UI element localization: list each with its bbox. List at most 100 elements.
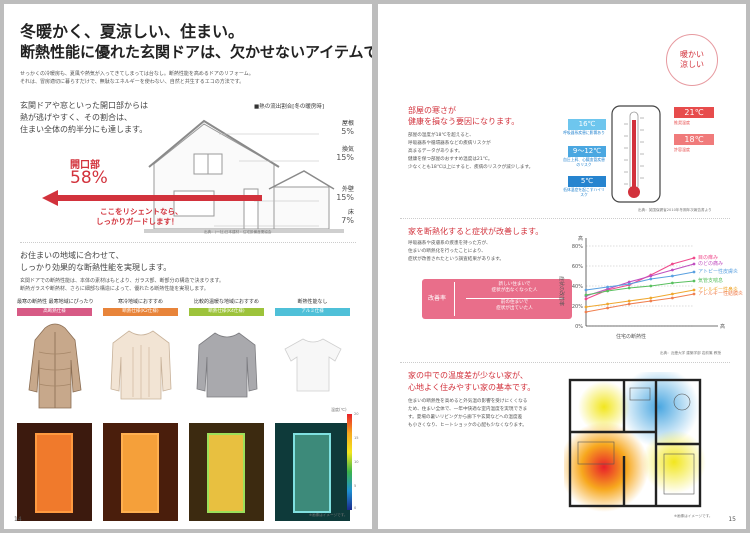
scale-tick-15: 15 xyxy=(354,436,359,440)
series-point-2 xyxy=(627,282,631,286)
intro-line1: せっかくの冷暖房も、夏風や熱気が入ってきてしまっては台なし。断熱性能を高めるドア… xyxy=(20,71,254,77)
y-tick-label: 80% xyxy=(572,244,583,250)
garment-title: 比較的温暖な地域におすすめ xyxy=(193,299,259,305)
series-point-4 xyxy=(649,296,653,300)
scale-tick-20: 20 xyxy=(354,412,359,416)
message-line1: ここをリシェントなら、 xyxy=(100,207,183,216)
scale-tick-0: 0 xyxy=(354,506,357,510)
series-point-5 xyxy=(671,296,674,300)
temp-21-note: 推奨温度 xyxy=(674,120,690,125)
loss-roof-label: 屋根 xyxy=(341,120,354,127)
symptoms-title: 家を断熱化すると症状が改善します。 xyxy=(408,227,544,236)
series-line-4 xyxy=(585,289,695,308)
series-point-5 xyxy=(692,292,696,296)
temperature-scale xyxy=(347,414,352,510)
house-body-line1: 住まいの断熱性を高めると外気温の影響を受けにくくなる xyxy=(408,399,528,404)
loss-wall: 外壁 15% xyxy=(324,186,354,202)
series-point-1 xyxy=(692,262,696,266)
callout-numerator: 新しい住まいで 症状が出なくなった人 xyxy=(462,282,567,294)
legend-item-3: 気管支喘息 xyxy=(698,278,724,284)
house-title-line2: 心地よく住みやすい家の基本です。 xyxy=(408,383,536,392)
message-line2: しっかりガードします！ xyxy=(96,217,179,226)
cold-body-line5: 少なくとも18℃以上にすると、疾病のリスクが減少します。 xyxy=(408,165,534,170)
chart-series-group xyxy=(584,256,696,314)
series-point-1 xyxy=(649,274,653,278)
cold-body-line2: 呼吸器系や循環器系などの疾病リスクが xyxy=(408,141,491,146)
loss-vent: 換気 15% xyxy=(324,146,354,162)
series-point-5 xyxy=(649,299,653,303)
temp-18-badge: 18℃ xyxy=(674,134,714,145)
loss-wall-value: 15% xyxy=(336,193,354,202)
loss-floor-value: 7% xyxy=(341,216,354,225)
heat-loss-arrow-icon xyxy=(42,190,262,206)
x-axis-label: 住宅の断熱性 xyxy=(616,333,646,340)
series-line-2 xyxy=(585,271,695,291)
legend-item-2: アトピー性皮膚炎 xyxy=(698,269,739,275)
temp-9-12-badge: 9〜12℃ xyxy=(568,146,606,157)
series-point-2 xyxy=(671,274,674,278)
house-body-line2: ため、住まい全体で、一年中快適な室内温度を実現できま xyxy=(408,407,528,412)
performance-desc-line2: 断熱ガラスや断熱材、さらに細部な構造によって、優れたる断熱性能を実現します。 xyxy=(20,286,209,292)
series-point-2 xyxy=(584,288,588,292)
scale-tick-5: 5 xyxy=(354,484,357,488)
series-point-0 xyxy=(584,297,588,301)
series-line-1 xyxy=(585,263,695,297)
thermal-image xyxy=(189,423,264,521)
loss-wall-label: 外壁 xyxy=(341,186,354,193)
symptoms-body-line3: 症状が改善されたという調査結果があります。 xyxy=(408,257,505,262)
callout-line1: 新しい住まいで xyxy=(498,282,531,287)
temp-16-note: 呼吸器系疾患に影響あり xyxy=(563,130,605,135)
down-coat-image xyxy=(17,319,92,411)
series-point-3 xyxy=(671,281,674,285)
section-divider xyxy=(400,218,730,219)
loss-floor: 床 7% xyxy=(324,209,354,225)
performance-title-line2: しっかり効果的な断熱性能を実現します。 xyxy=(20,263,172,272)
knit-sweater-image xyxy=(103,319,178,411)
thermometer-icon xyxy=(611,105,661,203)
right-page: 暖かい 涼しい 部屋の寒さが 健康を損なう要因になります。 部屋の温度が18℃を… xyxy=(378,4,746,529)
badge-line1: 暖かい xyxy=(680,50,704,59)
series-point-3 xyxy=(692,279,696,283)
legend-item-4: アレルギー性鼻炎 xyxy=(698,287,739,293)
improvement-callout: 改善率 新しい住まいで 症状が出なくなった人 前の住まいで 症状が出ていた人 xyxy=(422,279,572,319)
image-note: ※画像はイメージです。 xyxy=(309,513,348,517)
series-point-5 xyxy=(627,302,631,306)
warm-cool-badge: 暖かい 涼しい xyxy=(666,34,718,86)
badge-line2: 涼しい xyxy=(680,60,704,69)
cold-body-line3: 高まるデータがあります。 xyxy=(408,149,463,154)
loss-vent-label: 換気 xyxy=(341,146,354,153)
series-point-5 xyxy=(584,310,588,314)
page-title-line2: 断熱性能に優れた玄関ドアは、欠かせないアイテムです。 xyxy=(20,43,372,61)
legend-item-5: アレルギー性結膜炎 xyxy=(698,291,744,297)
callout-denominator: 前の住まいで 症状が出ていた人 xyxy=(462,300,567,312)
temp-16-badge: 16℃ xyxy=(568,119,606,130)
loss-vent-value: 15% xyxy=(336,153,354,162)
house-footnote: 出典：(一社)日本建材・住宅設備産業協会 xyxy=(204,230,272,234)
loss-roof: 屋根 5% xyxy=(324,120,354,136)
thermal-floor-plan xyxy=(564,372,706,514)
garment-badge: 断熱仕様(K4仕様) xyxy=(189,308,264,316)
house-title-line1: 家の中での温度差が少ない家が、 xyxy=(408,371,528,380)
intro-line2: それは、冒房適切に暮らすだけで、無駄なエネルギーを使わない、自然と共生するエコの… xyxy=(20,79,245,85)
series-point-1 xyxy=(627,280,631,284)
series-point-3 xyxy=(584,293,588,297)
heat-loss-legend: ■熱の流出割合[冬の暖房時] xyxy=(254,104,324,110)
house-body-line4: も小さくなり、ヒートショックの心配も少なくなります。 xyxy=(408,423,527,428)
series-point-2 xyxy=(606,285,609,289)
symptoms-body-line1: 呼吸器系や皮膚系の疾患を持った方が、 xyxy=(408,241,491,246)
temp-5-note: 低体温症を起こすハイリスク xyxy=(563,187,605,197)
performance-title-line1: お住まいの地域に合わせて、 xyxy=(20,251,124,260)
y-tick-label: 20% xyxy=(572,304,583,310)
legend-item-1: のどの痛み xyxy=(698,261,724,267)
x-axis-end-label: 高 xyxy=(720,323,725,330)
series-point-4 xyxy=(606,302,609,306)
garment-k4: 比較的温暖な地域におすすめ 断熱仕様(K4仕様) xyxy=(189,298,264,521)
series-line-5 xyxy=(585,293,695,313)
cold-title-line2: 健康を損なう要因になります。 xyxy=(408,117,520,126)
callout-line3: 前の住まいで xyxy=(500,300,529,305)
thermal-image xyxy=(103,423,178,521)
garment-title: 断熱性能なし xyxy=(297,299,328,305)
temp-21-badge: 21℃ xyxy=(674,107,714,118)
